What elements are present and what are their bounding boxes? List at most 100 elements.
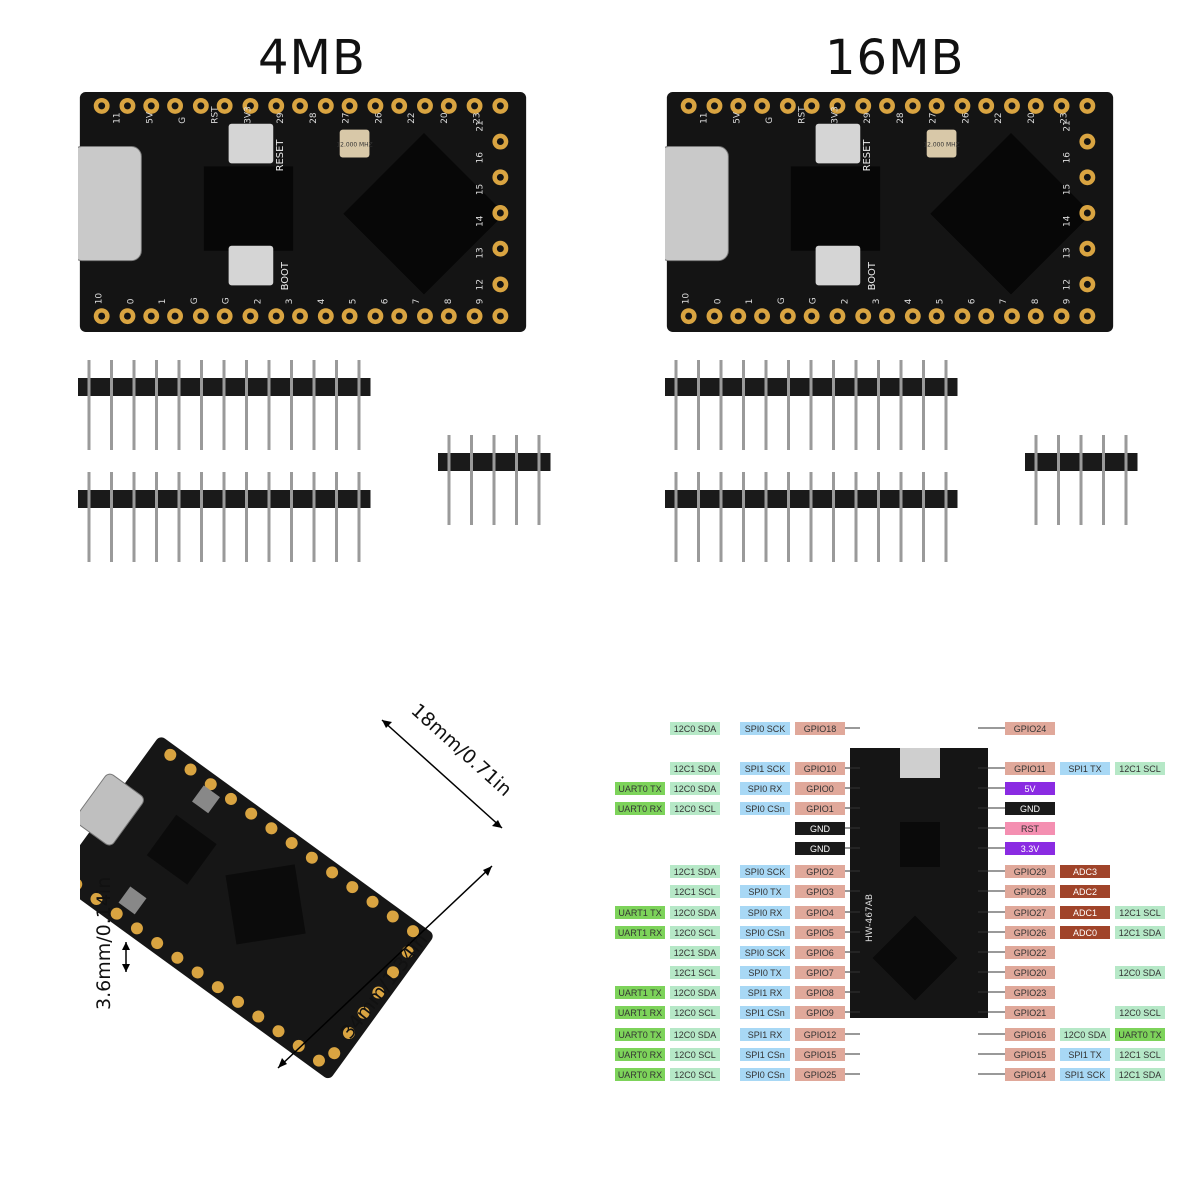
pinout-right-tag-text: GPIO21 bbox=[1014, 1008, 1047, 1018]
header-pin bbox=[537, 435, 541, 525]
pin-hole bbox=[710, 312, 718, 320]
pinout-left-tag-text: 12C0 SDA bbox=[674, 1030, 717, 1040]
pin-hole bbox=[685, 312, 693, 320]
flash-chip bbox=[790, 166, 881, 251]
pin-hole bbox=[197, 312, 205, 320]
header-pin bbox=[87, 472, 91, 562]
header-pin bbox=[312, 472, 316, 562]
pinout-left-tag bbox=[795, 885, 845, 898]
pinout-right-tag bbox=[1115, 1006, 1165, 1019]
pin-pad bbox=[252, 1010, 265, 1023]
header-pin bbox=[832, 360, 835, 450]
pinout-usb bbox=[900, 748, 940, 778]
pinout-left-tag bbox=[795, 822, 845, 835]
top-pin-label: G bbox=[765, 117, 775, 124]
header-pin bbox=[110, 472, 113, 562]
boot-label: BOOT bbox=[867, 261, 878, 290]
pinout-left-tag-text: GPIO8 bbox=[806, 988, 834, 998]
pinout-right-tag-text: 3.3V bbox=[1021, 844, 1040, 854]
pinout-left-tag bbox=[795, 722, 845, 735]
pinout-right-tag-text: GPIO27 bbox=[1014, 908, 1047, 918]
pin-hole bbox=[496, 102, 504, 110]
top-pin-label: RST bbox=[211, 106, 221, 124]
pin-pad bbox=[265, 822, 278, 835]
pinout-left-tag-text: UART1 RX bbox=[618, 928, 662, 938]
pinout-left-tag-text: GPIO12 bbox=[804, 1030, 837, 1040]
pin-hole bbox=[808, 102, 816, 110]
flash-chip bbox=[146, 814, 217, 885]
pinout-right-tag bbox=[1005, 782, 1055, 795]
pinout-left-tag-text: 12C0 SDA bbox=[674, 988, 717, 998]
pin-hole bbox=[833, 102, 841, 110]
bottom-pin-label: 7 bbox=[999, 299, 1009, 305]
pinout-left-tag bbox=[795, 802, 845, 815]
header-pin bbox=[267, 360, 271, 450]
pinout-left-tag-text: SPI0 CSn bbox=[745, 928, 785, 938]
header-pin bbox=[899, 360, 903, 450]
top-pin-label: 11 bbox=[700, 112, 710, 123]
pinout-left-tag bbox=[740, 1068, 790, 1081]
top-pin-label: 22 bbox=[407, 112, 417, 123]
bottom-pin-label: 9 bbox=[476, 298, 486, 304]
pinout-left-tag bbox=[795, 1028, 845, 1041]
pinout-left-tag-text: SPI0 SCK bbox=[745, 867, 786, 877]
header-pin bbox=[222, 360, 226, 450]
header-pin bbox=[177, 360, 181, 450]
pinout-left-tag-text: GPIO7 bbox=[806, 968, 834, 978]
bottom-pin-label: 1 bbox=[745, 299, 755, 305]
pinout-left-tag-text: UART0 TX bbox=[618, 1030, 661, 1040]
usb-c-port bbox=[80, 773, 144, 846]
usb-c-port bbox=[78, 146, 142, 262]
pin-pad bbox=[232, 995, 245, 1008]
header-pin bbox=[764, 360, 768, 450]
boot-button bbox=[228, 245, 274, 286]
pin-pad bbox=[164, 748, 177, 761]
pinout-mcu bbox=[872, 915, 958, 1001]
bottom-pin-label: 6 bbox=[967, 298, 977, 304]
pinout-left-tag-text: SPI1 RX bbox=[748, 988, 783, 998]
pinout-left-tag-text: SPI1 RX bbox=[748, 1030, 783, 1040]
width-label: 18mm/0.71in bbox=[407, 699, 516, 800]
pin-hole bbox=[710, 102, 718, 110]
pinout-left-tag bbox=[740, 946, 790, 959]
top-pin-label: RST bbox=[798, 106, 808, 124]
bottom-pin-label: 4 bbox=[317, 298, 327, 304]
pinout-left-tag-text: SPI1 CSn bbox=[745, 1008, 785, 1018]
mcu-chip bbox=[225, 864, 306, 945]
pinout-left-tag bbox=[740, 865, 790, 878]
pinout-right-tag bbox=[1060, 1028, 1110, 1041]
reset-label: RESET bbox=[275, 139, 286, 172]
pinout-right-tag bbox=[1005, 842, 1055, 855]
pin-hole bbox=[933, 102, 941, 110]
pinout-left-tag bbox=[795, 1006, 845, 1019]
pinout-left-tag-text: SPI0 RX bbox=[748, 908, 783, 918]
pin-hole bbox=[246, 102, 254, 110]
pin-hole bbox=[1032, 102, 1040, 110]
pinout-left-tag-text: 12C1 SCL bbox=[674, 887, 716, 897]
pinout-right-tag bbox=[1115, 966, 1165, 979]
pinout-right-tag-text: SPI1 TX bbox=[1068, 764, 1101, 774]
pinout-right-tag bbox=[1115, 926, 1165, 939]
pinout-right-tag bbox=[1060, 865, 1110, 878]
pin-hole bbox=[1083, 245, 1091, 253]
right-pin-label: 16 bbox=[1063, 152, 1073, 164]
pin-hole bbox=[496, 173, 504, 181]
pinout-left-tag-text: GPIO2 bbox=[806, 867, 834, 877]
pinout-right-tag-text: ADC0 bbox=[1073, 928, 1097, 938]
bottom-pin-label: 8 bbox=[444, 298, 454, 304]
pinout-right-tag bbox=[1005, 1006, 1055, 1019]
header-pin bbox=[719, 472, 723, 562]
pin-hole bbox=[421, 102, 429, 110]
header-pin bbox=[697, 360, 700, 450]
pinout-left-tag bbox=[615, 1006, 665, 1019]
pinout-right-tag-text: 5V bbox=[1024, 784, 1035, 794]
pin-hole bbox=[1032, 312, 1040, 320]
header-pin bbox=[877, 360, 880, 450]
pin-hole bbox=[445, 312, 453, 320]
bottom-pin-label: G bbox=[777, 297, 787, 304]
pin-pad bbox=[211, 981, 224, 994]
pin-hole bbox=[758, 102, 766, 110]
pin-pad bbox=[387, 966, 400, 979]
bottom-pin-label: 6 bbox=[380, 298, 390, 304]
